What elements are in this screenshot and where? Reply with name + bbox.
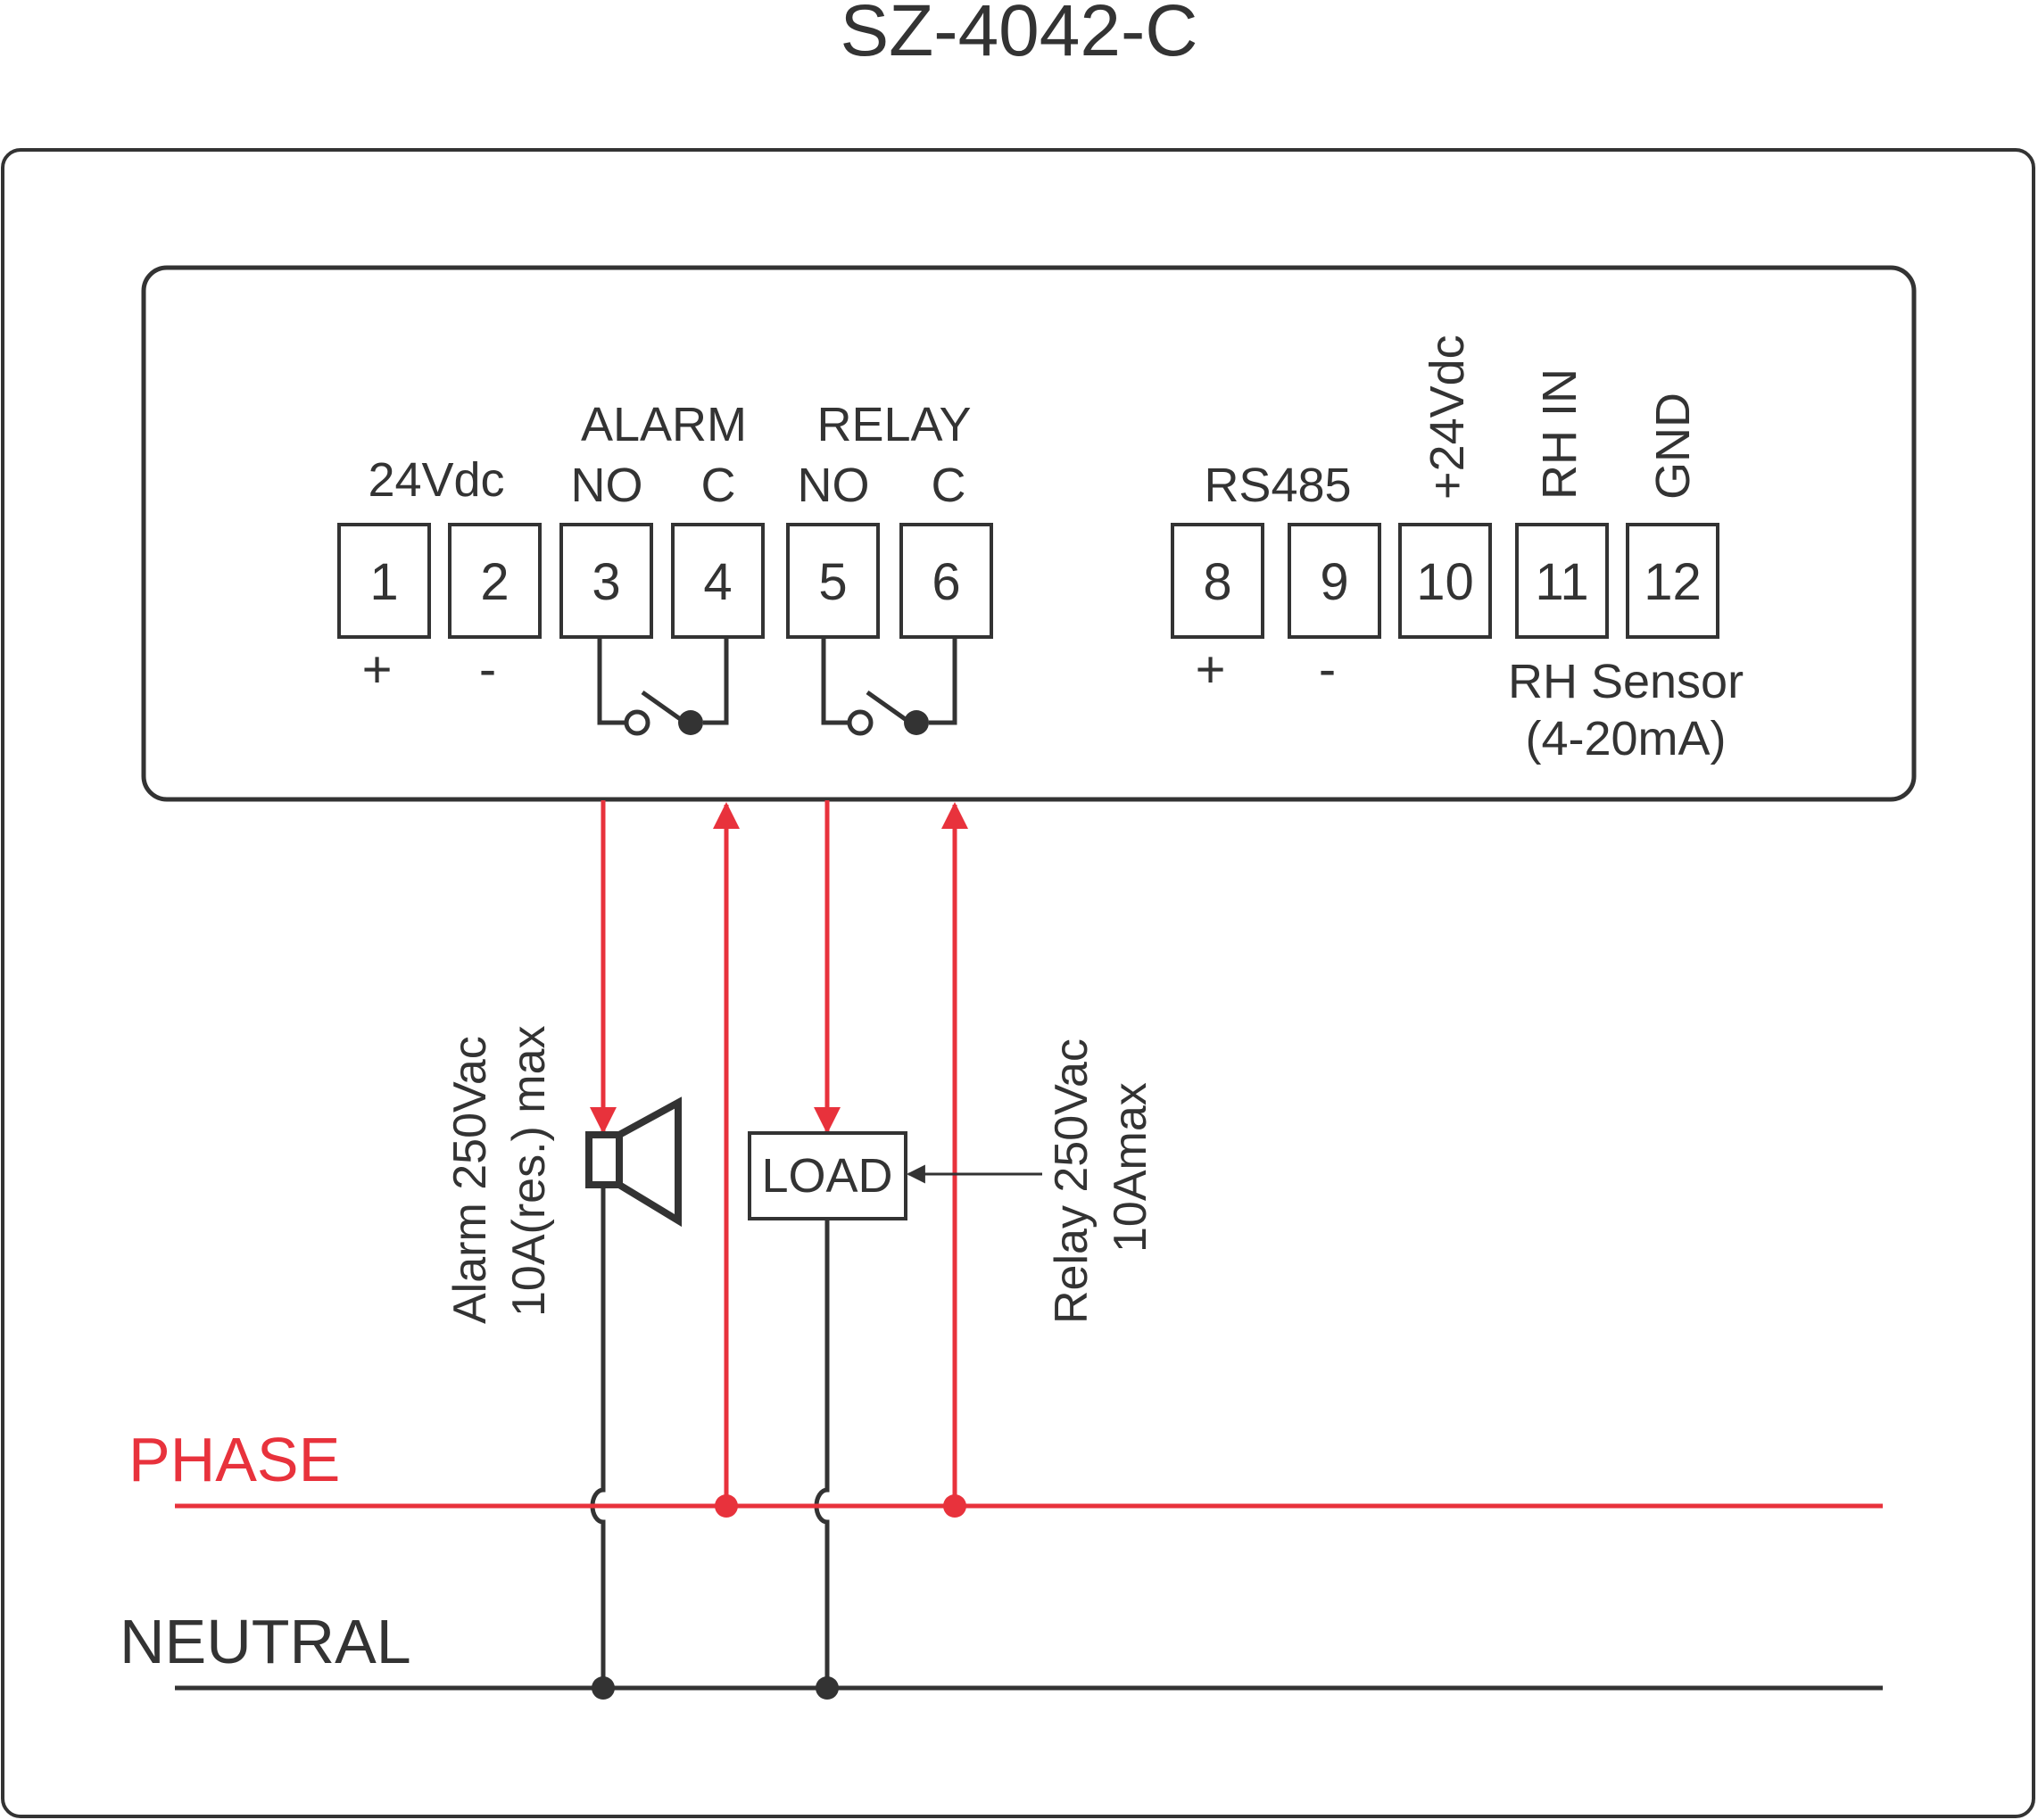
diagram-title: SZ-4042-C (840, 0, 1197, 71)
horn-speaker-icon (585, 1096, 682, 1228)
terminal-number: 3 (592, 553, 620, 611)
label-alarm-c: C (701, 459, 736, 512)
rh-sensor-range: (4-20mA) (1525, 712, 1726, 765)
terminal-box (671, 523, 765, 639)
neutral-label: NEUTRAL (120, 1607, 411, 1676)
phase-junction-alarm (715, 1494, 738, 1518)
terminal-5: 5 (786, 523, 880, 639)
terminal-number: 1 (369, 553, 398, 611)
terminal-polarity: + (1196, 641, 1226, 699)
terminal-box (1515, 523, 1609, 639)
terminal-2: 2- (448, 523, 542, 699)
terminal-number: 6 (932, 553, 960, 611)
phase-label: PHASE (128, 1425, 340, 1494)
phase-junction-relay (943, 1494, 966, 1518)
rh-sensor-label: RH Sensor (1508, 655, 1744, 708)
outer-enclosure (1, 148, 2035, 1818)
label-relay-no: NO (798, 459, 870, 512)
neutral-junction-alarm (592, 1676, 615, 1700)
terminal-10: 10 (1398, 523, 1492, 639)
label-alarm-no: NO (571, 459, 643, 512)
alarm-rating-line2: 10A(res.) max (503, 1025, 555, 1317)
terminal-box (448, 523, 542, 639)
terminal-box (1171, 523, 1264, 639)
terminal-number: 5 (818, 553, 847, 611)
terminal-box (1626, 523, 1719, 639)
wire-load-neutral (814, 1219, 830, 1688)
label-relay-c: C (932, 459, 966, 512)
alarm-switch-icon (597, 639, 729, 736)
load-label: LOAD (761, 1149, 892, 1203)
terminal-number: 11 (1535, 553, 1588, 611)
alarm-rating-line1: Alarm 250Vac (444, 1036, 496, 1324)
label-plus24vdc: +24Vdc (1421, 335, 1474, 500)
label-gnd: GND (1646, 393, 1700, 500)
terminal-6: 6 (899, 523, 993, 639)
terminal-box (1398, 523, 1492, 639)
terminal-box (337, 523, 431, 639)
relay-switch-icon (821, 639, 957, 736)
terminal-number: 8 (1203, 553, 1231, 611)
label-relay: RELAY (816, 398, 971, 451)
wire-horn-neutral (590, 1188, 606, 1688)
terminal-number: 10 (1416, 553, 1474, 611)
label-rs485: RS485 (1204, 459, 1351, 512)
label-rh-in: RH IN (1533, 368, 1586, 500)
relay-rating-line1: Relay 250Vac (1046, 1038, 1098, 1324)
terminal-box (899, 523, 993, 639)
terminal-9: 9- (1288, 523, 1381, 699)
terminal-polarity: - (479, 641, 496, 699)
terminal-12: 12 (1626, 523, 1719, 639)
terminal-4: 4 (671, 523, 765, 639)
terminal-polarity: + (362, 641, 393, 699)
terminal-number: 4 (703, 553, 732, 611)
relay-rating-line2: 10Amax (1105, 1082, 1156, 1253)
terminal-box (786, 523, 880, 639)
terminal-3: 3 (559, 523, 653, 639)
neutral-junction-relay (816, 1676, 839, 1700)
terminal-panel (141, 265, 1917, 802)
terminal-8: 8+ (1171, 523, 1264, 699)
terminal-number: 9 (1320, 553, 1348, 611)
terminal-11: 11 (1515, 523, 1609, 639)
terminal-box (1288, 523, 1381, 639)
label-24vdc-supply: 24Vdc (368, 453, 504, 507)
label-alarm: ALARM (581, 398, 747, 451)
terminal-number: 2 (480, 553, 509, 611)
load-box (748, 1131, 907, 1220)
terminal-polarity: - (1319, 641, 1336, 699)
terminal-number: 12 (1644, 553, 1702, 611)
terminal-box (559, 523, 653, 639)
terminal-1: 1+ (337, 523, 431, 699)
